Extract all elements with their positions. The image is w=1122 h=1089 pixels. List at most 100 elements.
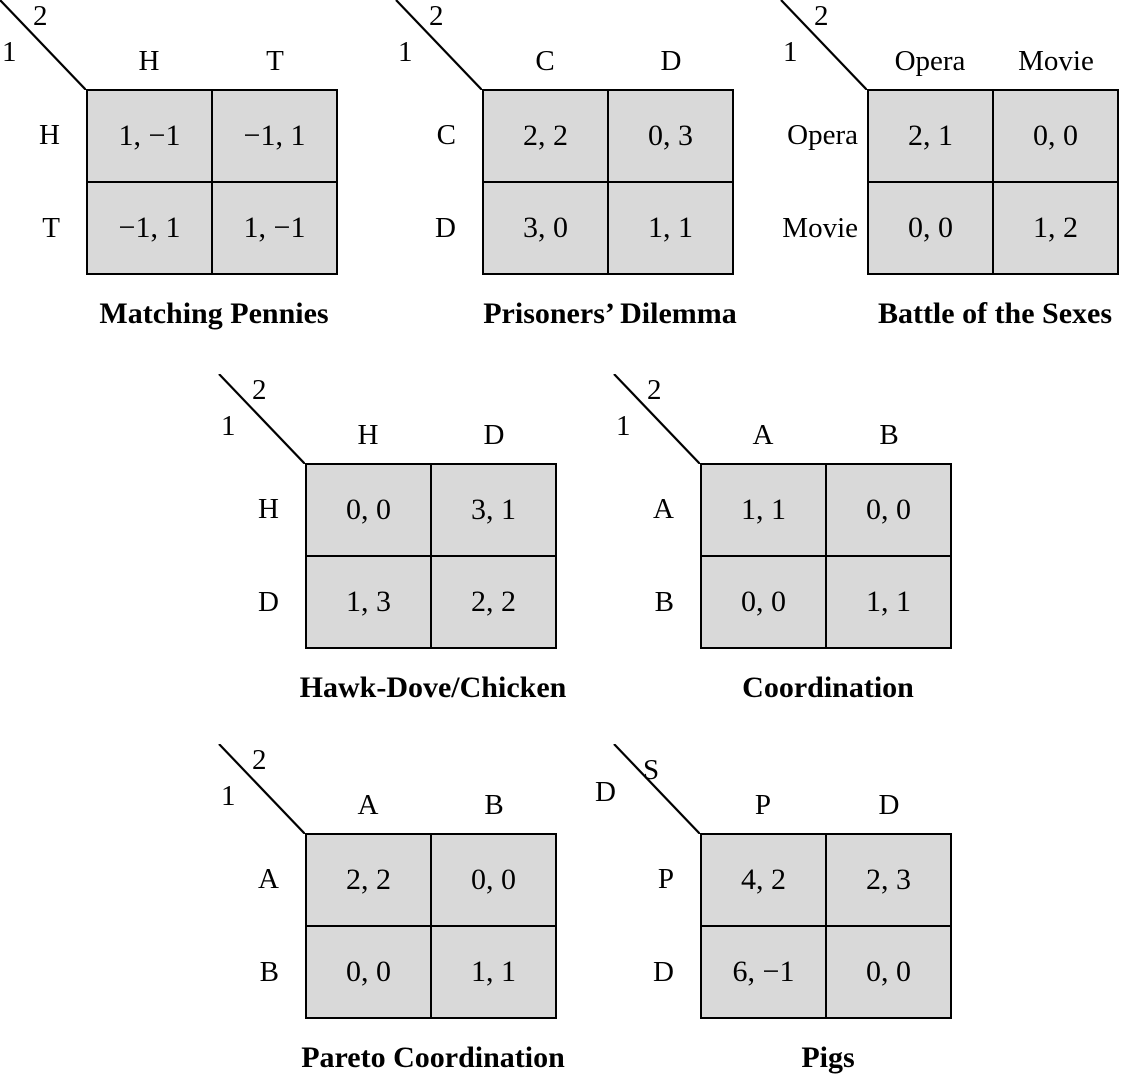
diagonal-line: [780, 0, 867, 90]
game-caption: Coordination: [742, 671, 914, 704]
payoff-cell: 0, 0: [307, 465, 430, 555]
payoff-cell: 4, 2: [702, 835, 825, 925]
column-player-label: 2: [252, 744, 267, 776]
row-label: A: [258, 863, 279, 895]
game-caption: Matching Pennies: [99, 297, 329, 330]
payoff-cell: 1, 3: [307, 557, 430, 647]
column-header: T: [266, 45, 284, 77]
column-header: C: [535, 45, 555, 77]
payoff-matrix: 1, 1 0, 0 0, 0 1, 1: [700, 463, 952, 649]
column-header: D: [660, 45, 682, 77]
column-headers: Opera Movie: [867, 0, 1119, 89]
column-header: D: [878, 789, 900, 821]
column-player-label: 2: [814, 0, 829, 32]
row-label: T: [42, 212, 60, 244]
game-prisoners-dilemma: 2 1 C D C D 2, 2 0, 3 3, 0 1, 1 Prisoner…: [395, 0, 825, 345]
column-player-label: 2: [647, 374, 662, 406]
payoff-cell: 1, 1: [609, 183, 732, 273]
column-header: Opera: [894, 45, 966, 77]
column-headers: H T: [86, 0, 338, 89]
payoff-cell: 2, 2: [432, 557, 555, 647]
payoff-cell: 0, 0: [432, 835, 555, 925]
row-labels: H D: [219, 463, 305, 649]
game-coordination: 2 1 A B A B 1, 1 0, 0 0, 0 1, 1 Coordina…: [613, 374, 1044, 719]
payoff-cell: 0, 0: [827, 465, 950, 555]
payoff-cell: 0, 0: [307, 927, 430, 1017]
row-label: B: [259, 956, 279, 988]
row-label: B: [654, 586, 674, 618]
diagonal-line: [613, 744, 700, 834]
diagonal-line: [218, 374, 305, 464]
row-player-label: 1: [616, 410, 631, 442]
payoff-cell: 6, −1: [702, 927, 825, 1017]
column-player-label: 2: [33, 0, 48, 32]
payoff-matrix: 0, 0 3, 1 1, 3 2, 2: [305, 463, 557, 649]
column-header: D: [483, 419, 505, 451]
row-labels: A B: [614, 463, 700, 649]
payoff-cell: 0, 0: [702, 557, 825, 647]
column-header: B: [879, 419, 899, 451]
row-player-label: 1: [2, 36, 17, 68]
row-player-label: 1: [398, 36, 413, 68]
payoff-cell: 2, 3: [827, 835, 950, 925]
row-label: Movie: [782, 212, 858, 244]
payoff-matrix: 1, −1 −1, 1 −1, 1 1, −1: [86, 89, 338, 275]
row-label: D: [258, 586, 279, 618]
column-headers: C D: [482, 0, 734, 89]
game-matching-pennies: 2 1 H T H T 1, −1 −1, 1 −1, 1 1, −1 Matc…: [0, 0, 430, 345]
row-label: P: [657, 863, 674, 895]
column-headers: A B: [305, 744, 557, 833]
column-header: B: [484, 789, 504, 821]
payoff-matrix: 4, 2 2, 3 6, −1 0, 0: [700, 833, 952, 1019]
diagonal-line: [218, 744, 305, 834]
row-label: H: [258, 493, 279, 525]
game-hawk-dove-chicken: 2 1 H D H D 0, 0 3, 1 1, 3 2, 2 Hawk-Dov…: [218, 374, 649, 719]
column-headers: H D: [305, 374, 557, 463]
payoff-cell: −1, 1: [213, 91, 336, 181]
row-player-label: 1: [221, 410, 236, 442]
row-labels: H T: [0, 89, 86, 275]
game-battle-of-the-sexes: 2 1 Opera Movie Opera Movie 2, 1 0, 0 0,…: [757, 0, 1122, 345]
payoff-cell: 1, −1: [213, 183, 336, 273]
column-player-label: 2: [252, 374, 267, 406]
row-label: D: [435, 212, 456, 244]
column-header: A: [357, 789, 379, 821]
payoff-cell: −1, 1: [88, 183, 211, 273]
game-caption: Pareto Coordination: [301, 1041, 565, 1074]
row-labels: Opera Movie: [757, 89, 867, 275]
game-caption: Pigs: [801, 1041, 855, 1074]
column-player-label: S: [643, 754, 660, 786]
payoff-cell: 0, 3: [609, 91, 732, 181]
payoff-cell: 2, 2: [484, 91, 607, 181]
diagonal-line: [395, 0, 482, 90]
column-headers: P D: [700, 744, 952, 833]
column-header: A: [752, 419, 774, 451]
diagonal-line: [0, 0, 86, 90]
payoff-cell: 3, 0: [484, 183, 607, 273]
row-label: A: [653, 493, 674, 525]
game-caption: Hawk-Dove/Chicken: [299, 671, 567, 704]
payoff-cell: 1, −1: [88, 91, 211, 181]
column-header: Movie: [1018, 45, 1094, 77]
column-header: P: [754, 789, 772, 821]
payoff-cell: 1, 1: [432, 927, 555, 1017]
row-label: D: [653, 956, 674, 988]
row-player-label: 1: [221, 780, 236, 812]
row-label: Opera: [787, 119, 858, 151]
column-player-label: 2: [429, 0, 444, 32]
payoff-cell: 1, 1: [702, 465, 825, 555]
row-player-label: D: [595, 776, 616, 808]
payoff-cell: 0, 0: [869, 183, 992, 273]
row-labels: P D: [614, 833, 700, 1019]
diagonal-line: [613, 374, 700, 464]
payoff-cell: 2, 2: [307, 835, 430, 925]
payoff-cell: 0, 0: [827, 927, 950, 1017]
row-labels: C D: [395, 89, 482, 275]
payoff-cell: 0, 0: [994, 91, 1117, 181]
payoff-cell: 3, 1: [432, 465, 555, 555]
column-headers: A B: [700, 374, 952, 463]
row-label: H: [39, 119, 60, 151]
game-caption: Battle of the Sexes: [877, 297, 1113, 330]
payoff-cell: 1, 1: [827, 557, 950, 647]
